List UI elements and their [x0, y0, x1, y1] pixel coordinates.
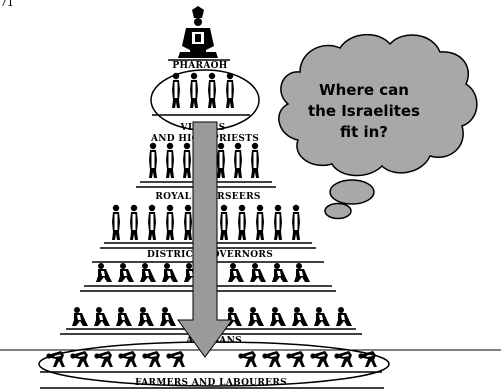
thought-bubble-text: Where can the Israelites fit in? [290, 80, 438, 143]
tier-pharaoh: PHARAOH [168, 6, 230, 71]
thought-line-3: fit in? [290, 122, 438, 143]
tier-farmers: FARMERS AND LABOURERS [40, 351, 384, 388]
thought-puff-medium [325, 204, 351, 219]
thought-puff-large [330, 180, 374, 204]
thought-line-1: Where can [290, 80, 438, 101]
thought-line-2: the Israelites [290, 101, 438, 122]
viziers-highlight-ellipse [151, 70, 259, 130]
